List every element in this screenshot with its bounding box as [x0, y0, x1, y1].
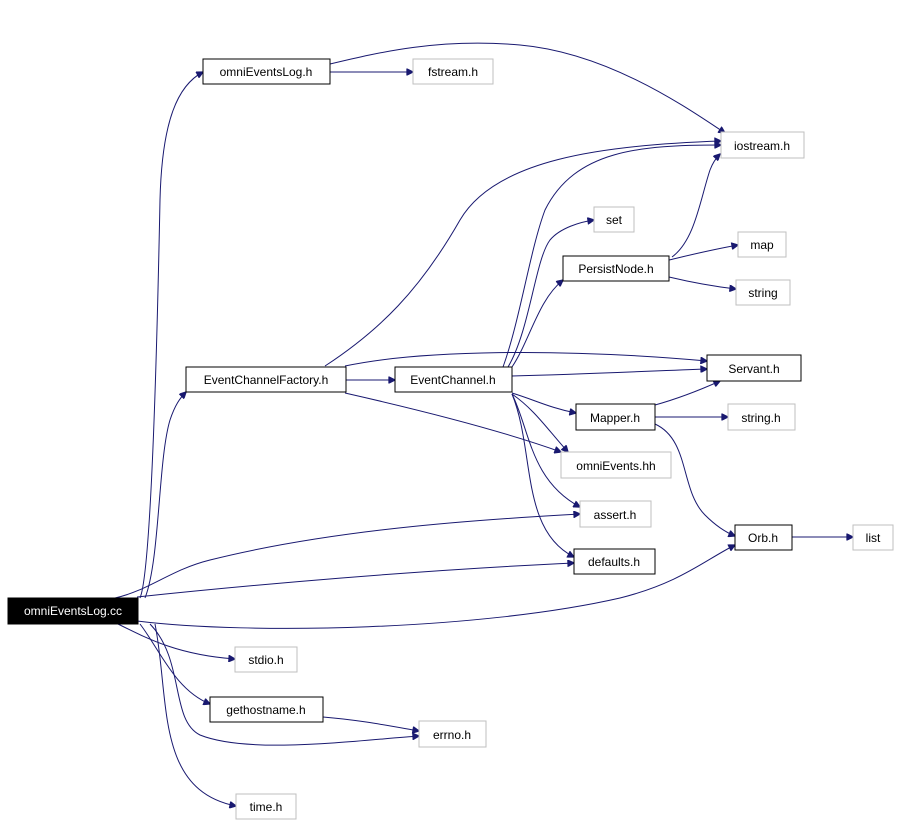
node-omnieventslog-h[interactable]: omniEventsLog.h: [202, 58, 331, 85]
node-label: omniEvents.hh: [576, 459, 655, 473]
node-label: Mapper.h: [590, 411, 640, 425]
node-label: string.h: [741, 411, 780, 425]
edge-persistnode-h-to-string: [668, 276, 736, 289]
node-label: gethostname.h: [226, 703, 305, 717]
edge-cc-to-errno-h: [149, 623, 419, 746]
edge-eventchannel-h-to-set: [507, 220, 594, 368]
edge-eventchannel-h-to-persistnode-h: [511, 280, 563, 368]
node-label: PersistNode.h: [578, 262, 653, 276]
node-label: list: [866, 531, 881, 545]
edge-cc-to-gethostname-h: [139, 623, 210, 704]
node-fstream-h[interactable]: fstream.h: [412, 58, 494, 85]
edge-persistnode-h-to-map: [668, 245, 738, 261]
node-gethostname-h[interactable]: gethostname.h: [209, 696, 324, 723]
node-orb-h[interactable]: Orb.h: [734, 524, 793, 551]
edge-gethostname-h-to-errno-h: [322, 716, 419, 731]
edge-ecf-to-iostream-h: [324, 141, 721, 367]
node-label: errno.h: [433, 728, 471, 742]
edge-eventchannel-h-to-mapper-h: [511, 392, 576, 413]
node-omnieventslog-cc[interactable]: omniEventsLog.cc: [7, 597, 139, 625]
node-label: iostream.h: [734, 139, 790, 153]
edges: [114, 42, 853, 806]
node-label: stdio.h: [248, 653, 283, 667]
edge-mapper-h-to-servant-h: [654, 381, 720, 406]
edge-mapper-h-to-orb-h: [654, 423, 735, 536]
node-mapper-h[interactable]: Mapper.h: [575, 403, 656, 431]
node-label: time.h: [250, 800, 283, 814]
node-label: Servant.h: [728, 362, 779, 376]
node-iostream-h[interactable]: iostream.h: [720, 131, 805, 159]
edge-persistnode-h-to-iostream-h: [671, 154, 720, 258]
node-label: EventChannel.h: [410, 373, 495, 387]
node-errno-h[interactable]: errno.h: [418, 720, 487, 748]
edge-eventchannel-h-to-iostream-h: [502, 145, 721, 368]
edge-eventchannel-h-to-defaults-h: [511, 393, 574, 557]
node-list[interactable]: list: [852, 524, 894, 551]
edge-cc-to-stdio-h: [117, 623, 235, 659]
node-label: fstream.h: [428, 65, 478, 79]
node-set[interactable]: set: [593, 206, 635, 233]
node-string-h[interactable]: string.h: [727, 403, 796, 431]
node-eventchannel-h[interactable]: EventChannel.h: [394, 366, 513, 393]
edge-cc-to-time-h: [154, 623, 236, 806]
edge-cc-to-eventchannelfactory-h: [144, 392, 186, 599]
node-label: omniEventsLog.h: [220, 65, 313, 79]
edge-omnieventslog-h-to-iostream-h: [329, 42, 725, 133]
node-label: map: [750, 238, 774, 252]
edge-cc-to-orb-h: [136, 545, 735, 629]
node-label: Orb.h: [748, 531, 778, 545]
edge-eventchannel-h-to-assert-h: [511, 393, 580, 507]
edge-ecf-to-omnievents-hh: [344, 392, 561, 452]
node-omnievents-hh[interactable]: omniEvents.hh: [560, 451, 672, 479]
edge-cc-to-omnieventslog-h: [139, 72, 203, 599]
edge-cc-to-defaults-h: [136, 563, 574, 598]
node-label: string: [748, 286, 777, 300]
node-defaults-h[interactable]: defaults.h: [573, 548, 656, 575]
node-label: EventChannelFactory.h: [204, 373, 329, 387]
node-assert-h[interactable]: assert.h: [579, 500, 652, 528]
edge-ecf-to-servant-h: [344, 351, 707, 367]
node-servant-h[interactable]: Servant.h: [706, 354, 802, 382]
node-map[interactable]: map: [737, 231, 787, 258]
node-string[interactable]: string: [735, 279, 791, 306]
edge-cc-to-assert-h: [114, 514, 580, 599]
node-eventchannelfactory-h[interactable]: EventChannelFactory.h: [185, 366, 347, 393]
node-label: omniEventsLog.cc: [24, 604, 122, 618]
edge-eventchannel-h-to-omnievents-hh: [511, 393, 568, 452]
nodes: omniEventsLog.cc omniEventsLog.h fstream…: [7, 58, 894, 820]
node-label: set: [606, 213, 623, 227]
node-label: defaults.h: [588, 555, 640, 569]
node-label: assert.h: [594, 508, 637, 522]
node-persistnode-h[interactable]: PersistNode.h: [562, 255, 670, 282]
node-stdio-h[interactable]: stdio.h: [234, 646, 298, 673]
edge-eventchannel-h-to-servant-h: [511, 369, 707, 377]
node-time-h[interactable]: time.h: [235, 793, 297, 820]
